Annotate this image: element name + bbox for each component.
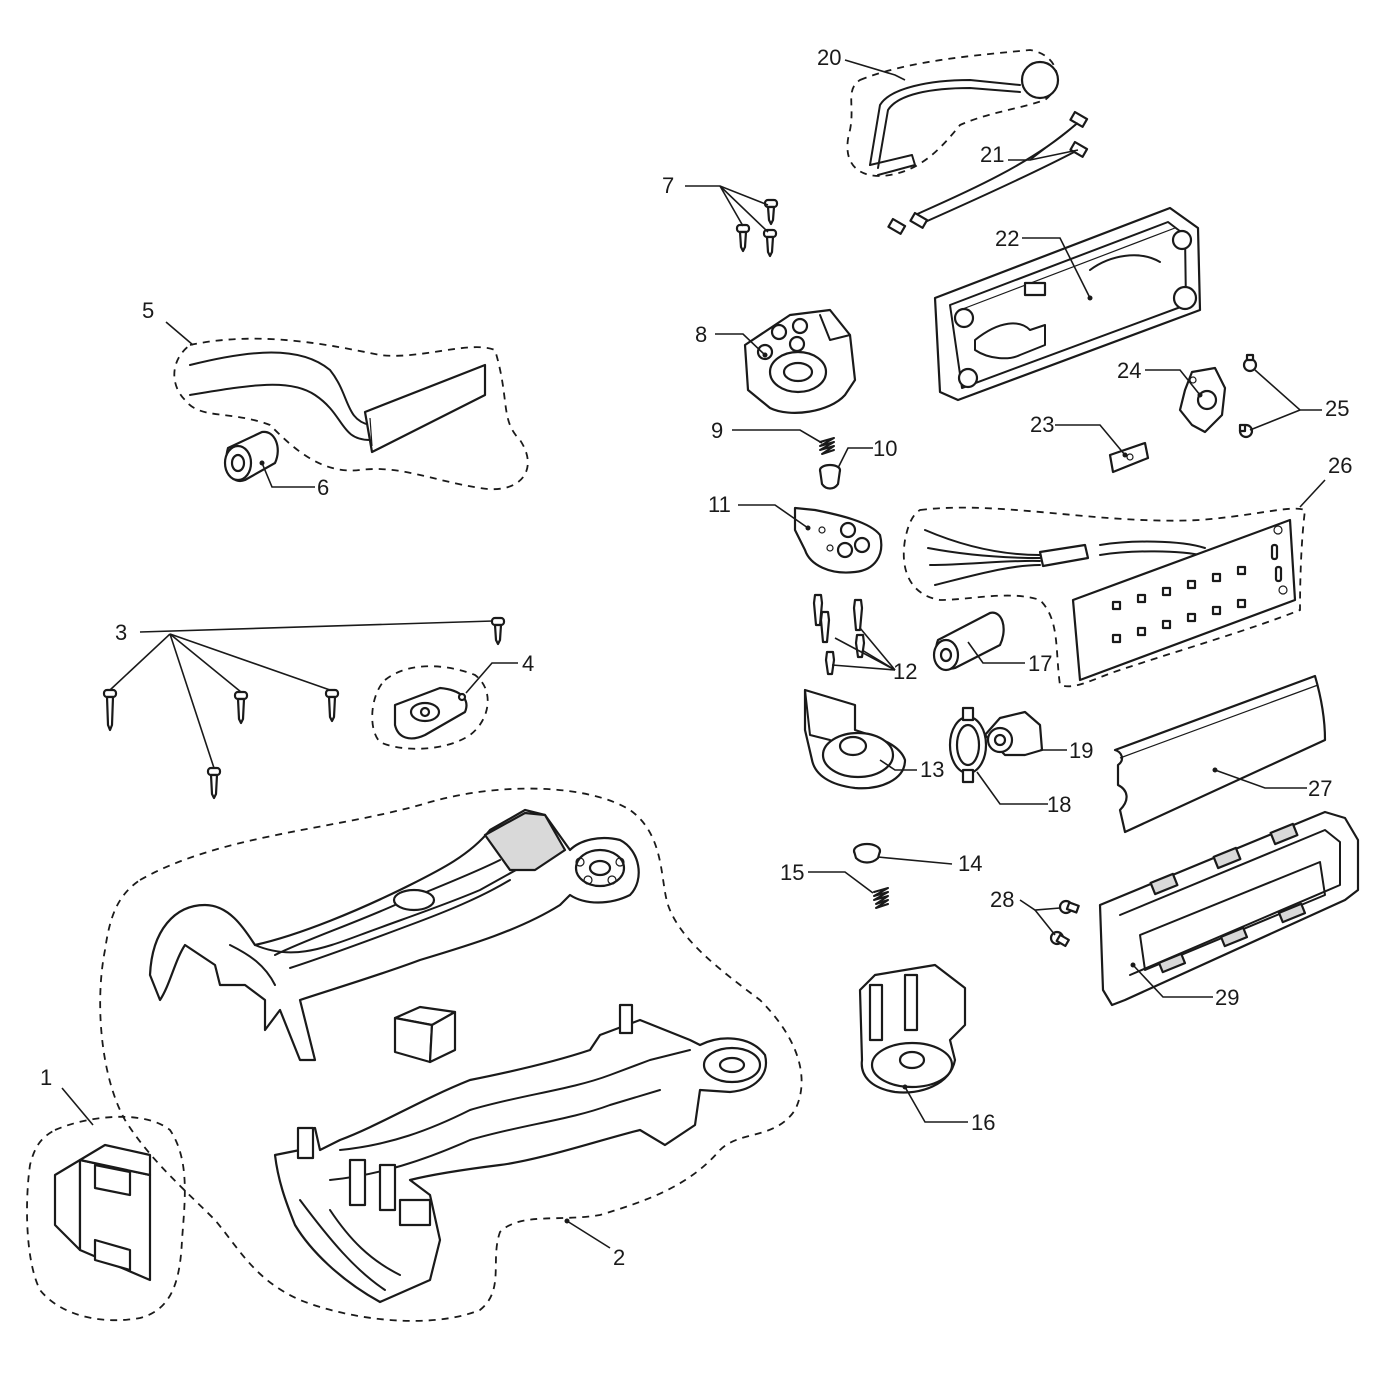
- callout-21: 21: [980, 142, 1004, 167]
- screw-icon: [324, 688, 340, 723]
- part-25-screws: [1238, 353, 1258, 439]
- part-10-bushing: [818, 463, 842, 490]
- part-15-spring: [873, 887, 889, 909]
- callout-labels: 1 2 3 4 5 6 7 8 9 10 11 12 13 14 15 16 1…: [40, 45, 1352, 1270]
- callout-5: 5: [142, 298, 154, 323]
- terminal-icon: [1069, 110, 1089, 128]
- screw-icon: [1238, 423, 1254, 439]
- callout-6: 6: [317, 475, 329, 500]
- terminal-icon: [909, 211, 929, 229]
- screw-icon: [763, 198, 779, 226]
- callout-28: 28: [990, 887, 1014, 912]
- callout-23: 23: [1030, 412, 1054, 437]
- part-14-cap: [852, 842, 882, 864]
- callout-11: 11: [708, 492, 731, 517]
- screw-icon: [1058, 899, 1080, 915]
- terminal-icon: [887, 217, 907, 235]
- callout-18: 18: [1047, 792, 1071, 817]
- callout-13: 13: [920, 757, 944, 782]
- part-28-screws: [1049, 899, 1080, 948]
- callout-8: 8: [695, 322, 707, 347]
- group-outline-26: [902, 506, 1306, 688]
- callout-14: 14: [958, 851, 982, 876]
- part-2-lower-housing: [273, 1003, 768, 1304]
- part-17-sleeve: [932, 611, 1005, 672]
- part-16-lower-housing: [858, 963, 967, 1094]
- callout-9: 9: [711, 418, 723, 443]
- part-13-bracket: [803, 688, 907, 790]
- group-outline-1: [26, 1115, 186, 1322]
- screw-icon: [233, 690, 249, 725]
- callout-3: 3: [115, 620, 127, 645]
- part-27-lens: [1113, 674, 1327, 834]
- callout-16: 16: [971, 1110, 995, 1135]
- part-22-tray: [933, 206, 1202, 402]
- part-26-led-board: [924, 518, 1297, 682]
- pin-icon: [852, 598, 864, 632]
- part-8-gear-cover: [743, 308, 857, 414]
- screw-icon: [490, 616, 506, 646]
- part-29-frame: [1098, 810, 1360, 1007]
- part-6-sleeve: [223, 430, 279, 483]
- callout-12: 12: [893, 659, 917, 684]
- part-20-cable: [869, 60, 1060, 176]
- screw-icon: [1242, 353, 1258, 373]
- part-21-wire-set: [887, 110, 1089, 235]
- led-icons: [1111, 565, 1247, 644]
- callout-7: 7: [662, 173, 674, 198]
- callout-26: 26: [1328, 453, 1352, 478]
- callout-1: 1: [40, 1065, 52, 1090]
- callout-25: 25: [1325, 396, 1349, 421]
- part-5-wired-plate: [189, 351, 487, 454]
- pin-icon: [812, 593, 824, 627]
- group-outline-2: [99, 787, 803, 1322]
- callout-24: 24: [1117, 358, 1141, 383]
- callout-10: 10: [873, 436, 897, 461]
- callout-19: 19: [1069, 738, 1093, 763]
- part-4-holder: [393, 686, 468, 740]
- callout-27: 27: [1308, 776, 1332, 801]
- callout-15: 15: [780, 860, 804, 885]
- group-outline-5-6: [173, 337, 529, 491]
- part-2-cube: [393, 1005, 457, 1064]
- part-9-spring: [819, 437, 835, 455]
- group-outline-20: [846, 49, 1058, 177]
- part-3-screws: [102, 616, 506, 800]
- callout-29: 29: [1215, 985, 1239, 1010]
- callout-17: 17: [1028, 651, 1052, 676]
- screw-icon: [102, 688, 118, 732]
- part-1-end-cap: [53, 1143, 152, 1282]
- callout-2: 2: [613, 1245, 625, 1270]
- callout-22: 22: [995, 226, 1019, 251]
- terminal-icon: [1069, 140, 1089, 158]
- part-2-upper-housing: [148, 808, 640, 1062]
- screw-icon: [735, 223, 751, 253]
- part-18-ring: [948, 706, 988, 784]
- callout-20: 20: [817, 45, 841, 70]
- part-12-pins: [812, 593, 866, 676]
- screw-icon: [206, 766, 222, 800]
- pin-icon: [819, 610, 831, 644]
- callout-4: 4: [522, 651, 534, 676]
- pin-icon: [824, 650, 836, 676]
- part-11-gear-plate: [793, 506, 883, 574]
- part-23-switch: [1108, 441, 1150, 474]
- leader-lines: [61, 59, 1326, 1249]
- part-19-knob: [983, 710, 1044, 757]
- screw-icon: [762, 228, 778, 258]
